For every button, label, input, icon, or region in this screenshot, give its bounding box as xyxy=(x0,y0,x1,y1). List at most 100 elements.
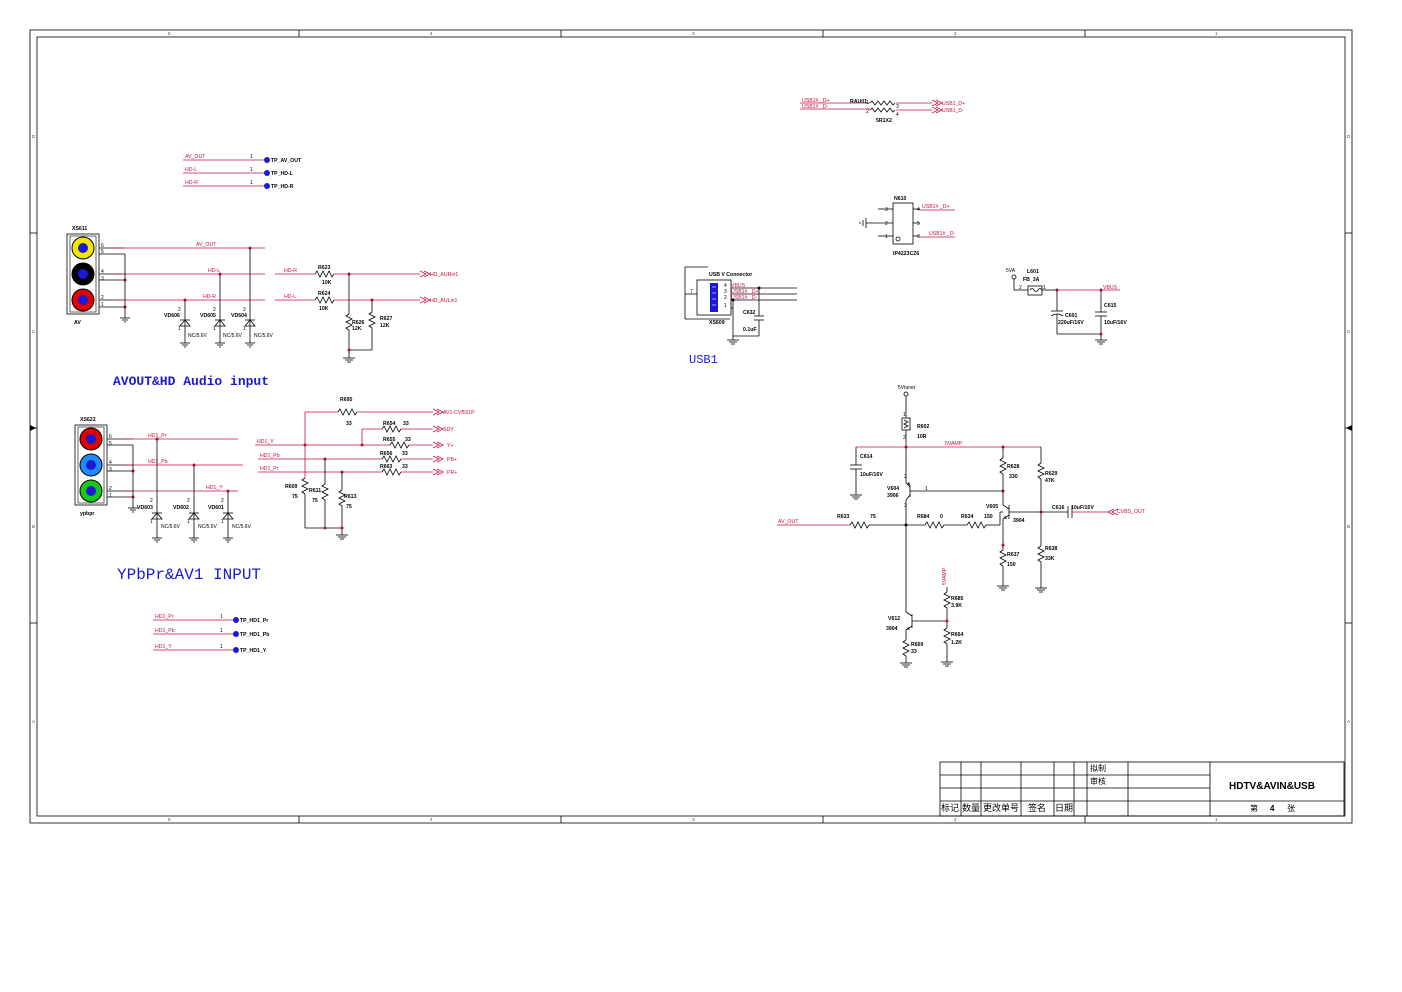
n610-ref: N610 xyxy=(894,196,907,202)
tb-label-sign: 签名 xyxy=(1028,802,1046,813)
col-label-bottom-5: 1 xyxy=(1215,817,1218,822)
pin-num: 1 xyxy=(221,519,224,525)
rau01-value: 5R1X2 xyxy=(876,118,892,124)
net-arrow-icon xyxy=(432,455,444,463)
ground-icon xyxy=(152,537,162,543)
net-hd1-pr: HD1_Pr xyxy=(148,433,167,439)
pin-num: 2 xyxy=(213,307,216,313)
pin-num: 1 xyxy=(885,234,888,240)
tp-pin: 1 xyxy=(220,628,223,634)
r623-value: 10K xyxy=(322,280,332,286)
net-5vamp: 5VAMP xyxy=(945,441,963,447)
v605-value: 3904 xyxy=(1013,518,1025,524)
vd606-value: NC/5.6V xyxy=(188,333,208,339)
resistor-icon xyxy=(301,477,309,495)
ground-icon xyxy=(859,218,867,228)
row-label-left-4: A xyxy=(32,719,36,724)
ground-icon xyxy=(180,342,190,348)
diode-vd602: 2 1 VD602 NC/5.6V xyxy=(173,465,218,543)
vd605-value: NC/5.6V xyxy=(223,333,243,339)
section-title-usb1: USB1 xyxy=(689,353,718,367)
diode-vd603: 2 1 VD603 NC/5.6V xyxy=(137,439,181,543)
r623-ref: R623 xyxy=(318,265,331,271)
r611-ref: R611 xyxy=(309,488,321,494)
r626-ref: R626 xyxy=(352,320,365,326)
vd603-ref: VD603 xyxy=(137,505,153,511)
ground-icon xyxy=(850,494,862,500)
tp-net-hd-l: HD-L xyxy=(185,167,197,173)
row-label-left-2: C xyxy=(32,329,36,334)
col-label-bottom-1: 5 xyxy=(168,817,171,822)
pin-num: 2 xyxy=(904,474,907,480)
col-label-top-3: 3 xyxy=(692,31,695,36)
pin-num: 1 xyxy=(101,302,104,308)
tb-sheet-no: 4 xyxy=(1270,804,1275,813)
r628-value: 330 xyxy=(1009,474,1018,480)
net-arrow-icon xyxy=(931,106,943,114)
resistor-icon xyxy=(381,425,402,433)
vd602-value: NC/5.6V xyxy=(198,524,218,530)
c614-value: 10uF/16V xyxy=(860,472,883,478)
pin-num: 2 xyxy=(101,295,104,301)
pin-num: 2 xyxy=(903,435,906,441)
net-vbus-power: VBUS xyxy=(1103,285,1118,291)
pin-num: 5 xyxy=(101,249,104,255)
ground-icon xyxy=(245,342,255,348)
tp-net-hd1-pb: HD1_Pb xyxy=(155,628,175,634)
n610-esd-protector: N610 3 2 1 4 5 6 USB1# _D+ USB1# _D- IP4… xyxy=(859,196,956,257)
r634-ref: R634 xyxy=(961,514,974,520)
tb-title: HDTV&AVIN&USB xyxy=(1229,781,1315,792)
ground-icon xyxy=(336,534,348,540)
testpoint-icon xyxy=(264,157,270,163)
net-hd1-pr-in: HD1_Pr xyxy=(260,466,279,472)
pin-num: 1 xyxy=(243,326,246,332)
tp-name-hd-l: TP_HD-L xyxy=(271,171,294,177)
r695-ref: R695 xyxy=(340,397,353,403)
pin-num: 4 xyxy=(101,269,104,275)
rau01-out-dp: USB1_D+ xyxy=(942,101,965,107)
ground-icon xyxy=(223,537,233,543)
net-vbus-usb: VBUS xyxy=(731,283,746,289)
ypbpr-diodes: 2 1 VD603 NC/5.6V 2 1 VD602 NC/5.6V 2 1 … xyxy=(137,439,252,543)
n610-part: IP4223CZ6 xyxy=(893,251,919,257)
col-label-top-2: 4 xyxy=(430,31,433,36)
net-hd1-y-in: HD1_Y xyxy=(257,439,274,445)
ground-icon xyxy=(941,661,953,667)
pin-num: 1 xyxy=(724,303,727,309)
r684-ref: R684 xyxy=(917,514,930,520)
c615-ref: C615 xyxy=(1104,303,1117,309)
tp-pin: 1 xyxy=(250,167,253,173)
row-label-left-3: B xyxy=(32,524,35,529)
tb-checked: 审核 xyxy=(1090,776,1106,786)
pin-num: 2 xyxy=(178,307,181,313)
npn-transistor-icon xyxy=(1004,516,1007,519)
tp-name-hd1-pr: TP_HD1_Pr xyxy=(240,618,268,624)
r602-ref: R602 xyxy=(917,424,930,430)
r656-value: 33 xyxy=(402,451,408,457)
r669-value: 33 xyxy=(911,649,917,655)
resistor-icon xyxy=(869,107,896,113)
r663-ref: R663 xyxy=(380,464,393,470)
pin-num: 2 xyxy=(866,109,869,115)
net-cvbs-out: CVBS_OUT xyxy=(1117,509,1146,515)
r638-value: 33K xyxy=(1045,556,1055,562)
center-arrow-left-icon xyxy=(30,425,36,431)
tp-pin: 1 xyxy=(220,644,223,650)
tb-drawn: 拟制 xyxy=(1090,763,1106,773)
testpoints-bottom: HD1_Pr HD1_Pb HD1_Y 1 1 1 TP_HD1_Pr TP_H… xyxy=(153,614,269,654)
r637-value: 150 xyxy=(1007,562,1016,568)
tp-pin: 1 xyxy=(220,614,223,620)
pin-num: 1 xyxy=(109,493,112,499)
xs611-ref: XS611 xyxy=(72,226,87,232)
pin-num: 1 xyxy=(925,486,928,492)
usb-connector: USB V Connector 7 4 3 2 1 VBUS USB1# _D+… xyxy=(684,266,797,345)
pin-num: 3 xyxy=(896,104,899,110)
resistor-icon xyxy=(389,441,410,449)
ground-icon xyxy=(900,662,912,668)
xs611-label: AV xyxy=(74,320,81,326)
net-arrow-icon xyxy=(419,270,431,278)
vd604-value: NC/5.6V xyxy=(254,333,274,339)
pin-num: 4 xyxy=(917,207,920,213)
r626-value: 12K xyxy=(352,326,362,332)
net-av-out: AV_OUT xyxy=(196,242,217,248)
